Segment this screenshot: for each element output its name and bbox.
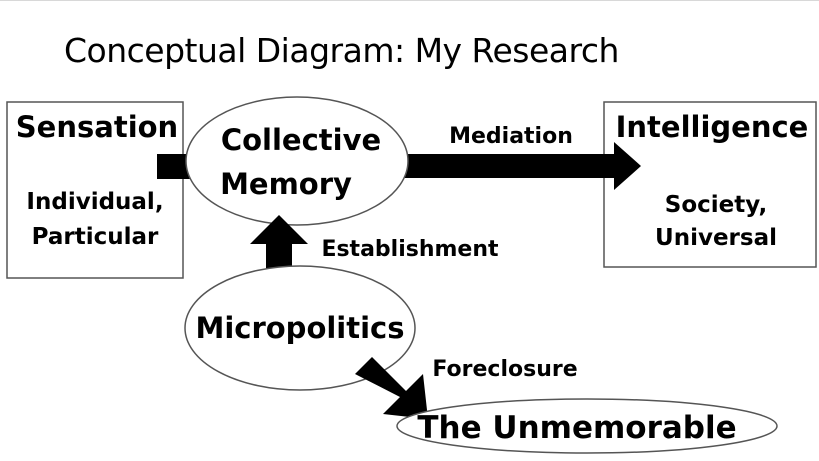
micropolitics-ellipse: [184, 265, 416, 391]
mediation-arrow: [400, 142, 641, 190]
diagram-title: Conceptual Diagram: My Research: [64, 31, 619, 70]
intelligence-line-1: Society,: [665, 192, 767, 218]
unmemorable-label: The Unmemorable: [417, 410, 736, 446]
micropolitics-label: Micropolitics: [195, 311, 404, 345]
unmemorable-ellipse: [396, 398, 778, 454]
establishment-arrow: [250, 215, 308, 283]
collective-memory-line-2: Memory: [220, 167, 352, 201]
foreclosure-arrow: [355, 357, 428, 419]
foreclosure-label: Foreclosure: [432, 357, 577, 382]
sensation-box: [6, 101, 184, 279]
sensation-heading: Sensation: [16, 110, 178, 144]
collective-memory-line-1: Collective: [221, 123, 381, 157]
establishment-label: Establishment: [321, 237, 499, 262]
intelligence-heading: Intelligence: [616, 110, 809, 144]
collective-memory-ellipse: [185, 96, 409, 226]
intelligence-line-2: Universal: [655, 225, 777, 251]
sensation-line-1: Individual,: [26, 189, 163, 215]
sensation-line-2: Particular: [32, 224, 159, 250]
intelligence-box: [603, 101, 817, 268]
mediation-label: Mediation: [449, 124, 573, 149]
